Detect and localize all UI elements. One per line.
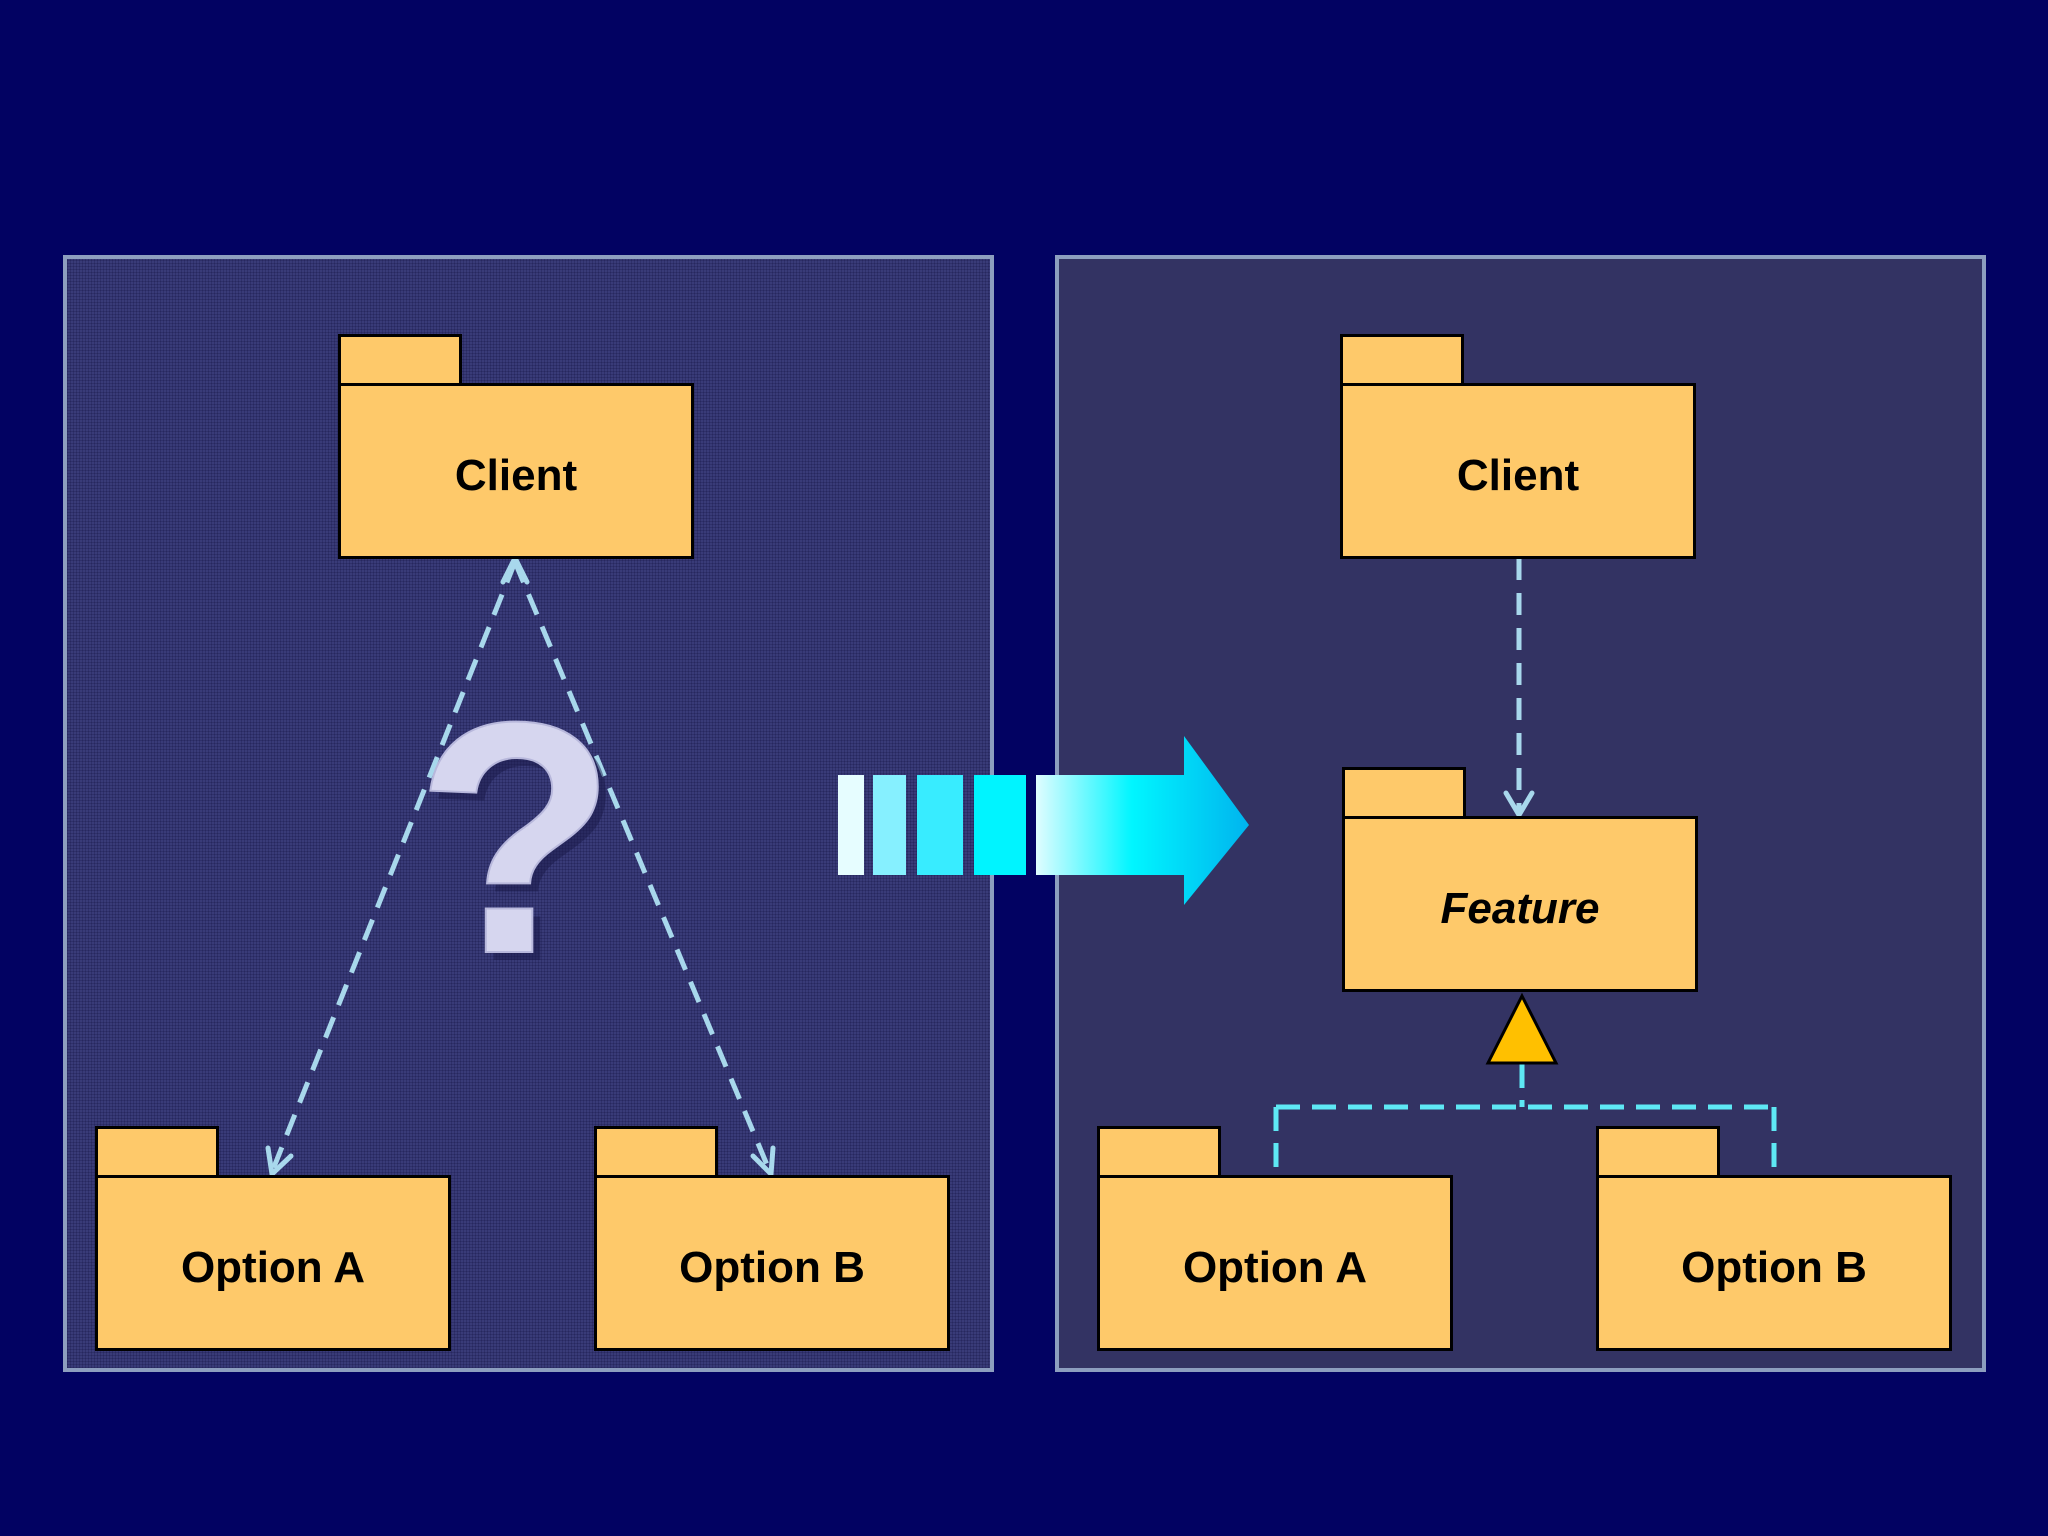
generalization-triangle-icon xyxy=(1485,992,1559,1065)
package-body: Option B xyxy=(594,1175,950,1351)
right-client-package: Client xyxy=(1340,334,1696,559)
right-client-label: Client xyxy=(1456,451,1580,500)
generalization-lines xyxy=(1273,1064,1777,1178)
package-body: Option A xyxy=(95,1175,451,1351)
dependency-client-to-option-b xyxy=(512,561,773,1173)
feature-label: Feature xyxy=(1440,884,1600,933)
right-option-b-label: Option B xyxy=(1681,1243,1867,1292)
left-option-a-label: Option A xyxy=(180,1243,366,1292)
package-body: Client xyxy=(1340,383,1696,559)
question-mark-icon: ? xyxy=(415,653,617,1022)
package-body: Feature xyxy=(1342,816,1698,992)
package-tab xyxy=(1342,767,1466,819)
package-tab xyxy=(1596,1126,1720,1178)
package-body: Option B xyxy=(1596,1175,1952,1351)
left-option-b-package: Option B xyxy=(594,1126,950,1351)
arrowhead-down-left-icon xyxy=(265,1145,294,1180)
package-tab xyxy=(1340,334,1464,386)
question-mark-shadow: ? xyxy=(423,661,625,1030)
left-client-label: Client xyxy=(454,451,578,500)
arrowhead-down-icon xyxy=(1503,790,1535,820)
package-body: Option A xyxy=(1097,1175,1453,1351)
package-body: Client xyxy=(338,383,694,559)
right-option-a-label: Option A xyxy=(1182,1243,1368,1292)
left-option-a-package: Option A xyxy=(95,1126,451,1351)
right-option-a-package: Option A xyxy=(1097,1126,1453,1351)
feature-package: Feature xyxy=(1342,767,1698,992)
left-dependency-lines xyxy=(269,561,773,1173)
left-option-b-label: Option B xyxy=(679,1243,865,1292)
right-option-b-package: Option B xyxy=(1596,1126,1952,1351)
left-client-package: Client xyxy=(338,334,694,559)
arrowhead-down-right-icon xyxy=(750,1145,776,1180)
striped-right-arrow-icon xyxy=(838,736,1249,905)
dependency-client-to-option-a xyxy=(269,561,518,1173)
